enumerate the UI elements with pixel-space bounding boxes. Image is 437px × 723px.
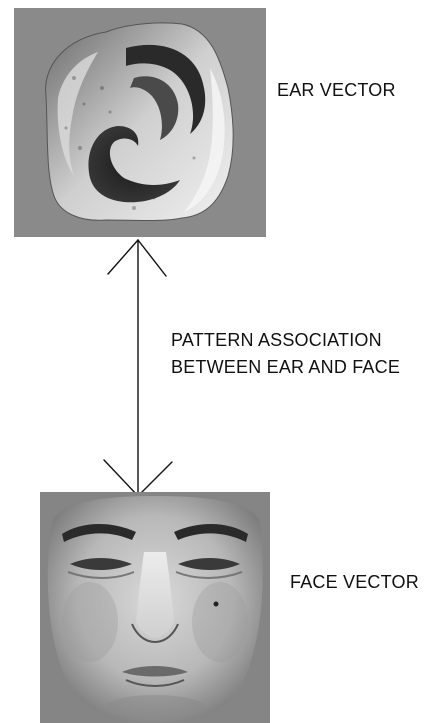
ear-vector-label: EAR VECTOR: [277, 80, 396, 101]
face-image: [40, 492, 270, 723]
relation-label-line2: BETWEEN EAR AND FACE: [171, 357, 400, 378]
ear-image: [14, 8, 266, 237]
association-arrow: [100, 238, 180, 500]
relation-label-line1: PATTERN ASSOCIATION: [171, 330, 382, 351]
face-vector-label: FACE VECTOR: [290, 572, 419, 593]
